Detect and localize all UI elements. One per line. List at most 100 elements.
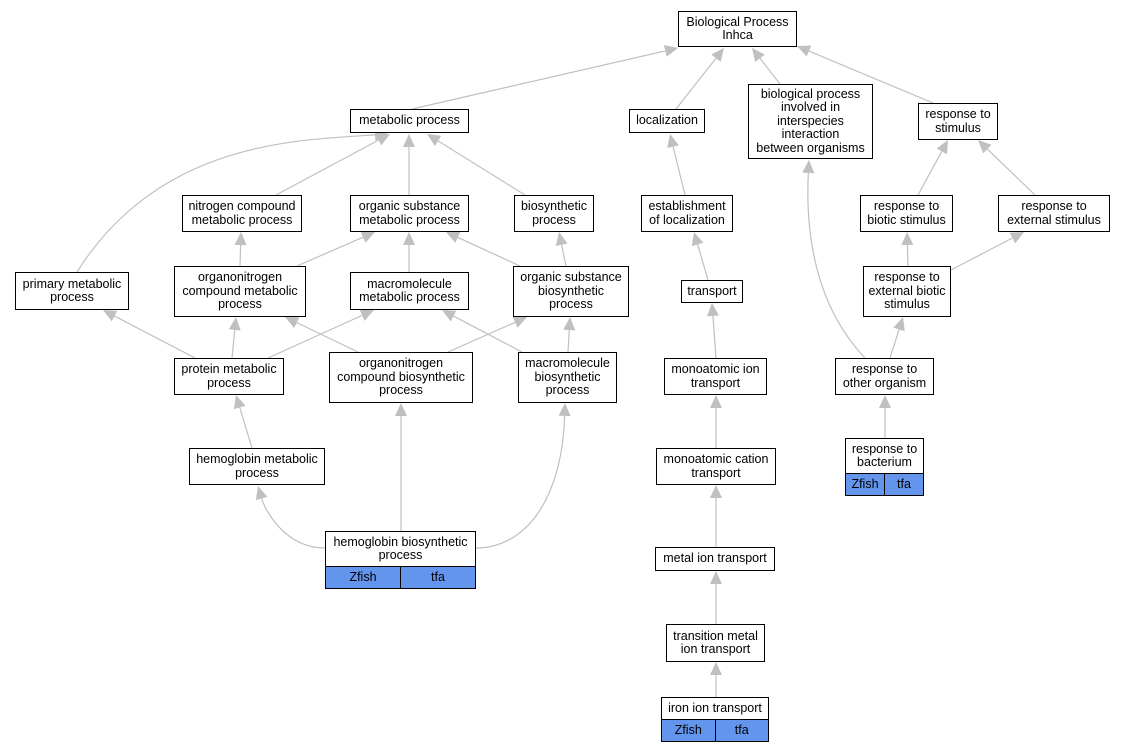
edge-orgsubbio-biosynthetic-arrowhead (555, 232, 568, 246)
edge-external-stimulus (986, 148, 1036, 196)
node-interspecies-interaction[interactable]: biological process involved in interspec… (748, 84, 873, 159)
tag-zfish: Zfish (846, 474, 884, 495)
node-response-to-biotic-stimulus[interactable]: response to biotic stimulus (860, 195, 953, 232)
edge-hemomet-protein (239, 407, 253, 449)
edge-protein-orgnitmet-arrowhead (228, 317, 241, 331)
edge-macrobio-macromet (453, 315, 523, 353)
edge-localization-root-arrowhead (711, 48, 724, 62)
edge-macrobio-orgsubbio (567, 329, 570, 353)
tag-tfa: tfa (714, 720, 768, 741)
node-monoatomic-ion-transport[interactable]: monoatomic ion transport (664, 358, 767, 395)
node-organonitrogen-biosynthetic[interactable]: organonitrogen compound biosynthetic pro… (329, 352, 473, 403)
edge-interspecies-root-arrowhead (752, 48, 765, 62)
edge-hemobio-hemomet-arrowhead (255, 486, 268, 501)
node-label: response to bacterium (851, 441, 918, 469)
tag-tfa: tfa (884, 474, 923, 495)
node-biological-process[interactable]: Biological Process Inhca (678, 11, 797, 47)
node-macromolecule-metabolic[interactable]: macromolecule metabolic process (350, 272, 469, 310)
node-nitrogen-compound[interactable]: nitrogen compound metabolic process (182, 195, 302, 232)
edge-hemomet-protein-arrowhead (234, 395, 246, 410)
edge-primary-metabolic (76, 134, 376, 273)
edge-protein-primary-arrowhead (103, 310, 118, 322)
node-primary-metabolic[interactable]: primary metabolic process (15, 272, 129, 310)
node-monoatomic-cation-transport[interactable]: monoatomic cation transport (656, 448, 776, 485)
node-transition-metal-ion-transport[interactable]: transition metal ion transport (666, 624, 765, 662)
node-response-to-external-stimulus[interactable]: response to external stimulus (998, 195, 1110, 232)
edge-extbiotic-biotic-arrowhead (901, 232, 914, 246)
edge-orgnitmet-organicmet-arrowhead (360, 231, 375, 243)
edge-protein-macromet (267, 314, 363, 359)
edge-monocation-monoion-arrowhead (710, 395, 722, 408)
edge-iron-transition-arrowhead (710, 662, 722, 675)
node-organic-substance-biosynthetic[interactable]: organic substance biosynthetic process (513, 266, 629, 317)
node-organic-substance-metabolic[interactable]: organic substance metabolic process (350, 195, 469, 232)
edge-extbiotic-biotic (906, 244, 909, 267)
edge-protein-orgnitmet (231, 329, 236, 359)
edge-orgnitmet-nitrogen (239, 244, 242, 267)
edge-organicmet-metabolic-arrowhead (403, 134, 415, 147)
node-protein-metabolic[interactable]: protein metabolic process (174, 358, 284, 395)
tag-zfish: Zfish (662, 720, 715, 741)
edge-biosynthetic-metabolic-arrowhead (427, 134, 442, 146)
edge-biotic-stimulus (917, 151, 943, 196)
edge-orgnitbio-orgnitmet-arrowhead (285, 317, 300, 329)
edge-biotic-stimulus-arrowhead (936, 140, 948, 155)
edge-monoion-transport (712, 315, 717, 359)
edge-orgnitmet-nitrogen-arrowhead (234, 232, 247, 246)
tag-row: Zfish tfa (846, 473, 923, 495)
node-organonitrogen-metabolic[interactable]: organonitrogen compound metabolic proces… (174, 266, 306, 317)
node-response-to-external-biotic[interactable]: response to external biotic stimulus (863, 266, 951, 317)
node-label: hemoglobin biosynthetic process (333, 534, 468, 562)
edge-protein-macromet-arrowhead (359, 309, 374, 321)
edge-hemobio-hemomet (261, 498, 326, 549)
tag-row: Zfish tfa (662, 719, 768, 741)
edge-establishment-localization-arrowhead (667, 134, 679, 149)
edge-macrobio-orgsubbio-arrowhead (563, 317, 576, 331)
node-biosynthetic-process[interactable]: biosynthetic process (514, 195, 594, 232)
edge-orgnitbio-orgsubbio (447, 321, 516, 353)
edge-orgsubbio-biosynthetic (561, 244, 567, 267)
node-metabolic-process[interactable]: metabolic process (350, 109, 469, 133)
edge-localization-root (675, 57, 717, 110)
edge-orgsubbio-organicmet (457, 236, 521, 267)
edge-interspecies-root (759, 57, 781, 85)
edge-macromet-organicmet-arrowhead (403, 232, 415, 245)
edge-extbiotic-external-arrowhead (1009, 232, 1024, 244)
edge-orgnitmet-organicmet (296, 236, 364, 267)
node-response-to-bacterium[interactable]: response to bacterium Zfish tfa (845, 438, 924, 496)
edge-hemobio-orgnitbio-arrowhead (395, 403, 407, 416)
node-transport[interactable]: transport (681, 280, 743, 303)
edge-metabolic-root (411, 50, 666, 110)
edge-extbiotic-external (950, 237, 1013, 271)
edge-orgnitbio-orgsubbio-arrowhead (512, 316, 527, 328)
edge-orgnitbio-orgnitmet (296, 322, 359, 353)
node-iron-ion-transport[interactable]: iron ion transport Zfish tfa (661, 697, 769, 742)
tag-zfish: Zfish (326, 567, 400, 588)
edge-macrobio-macromet-arrowhead (442, 310, 457, 322)
node-response-to-other-organism[interactable]: response to other organism (835, 358, 934, 395)
edge-otherorg-interspecies (807, 172, 866, 359)
edge-transition-metalion-arrowhead (710, 571, 722, 584)
edge-external-stimulus-arrowhead (978, 140, 992, 154)
tag-row: Zfish tfa (326, 566, 475, 588)
edge-otherorg-interspecies-arrowhead (802, 160, 815, 174)
edge-stimulus-root (808, 50, 934, 104)
node-hemoglobin-biosynthetic[interactable]: hemoglobin biosynthetic process Zfish tf… (325, 531, 476, 589)
node-label: iron ion transport (668, 700, 762, 715)
node-hemoglobin-metabolic[interactable]: hemoglobin metabolic process (189, 448, 325, 485)
node-response-to-stimulus[interactable]: response to stimulus (918, 103, 998, 140)
edge-bacterium-otherorg-arrowhead (879, 395, 891, 408)
edge-biosynthetic-metabolic (437, 140, 526, 196)
edge-metalion-monocation-arrowhead (710, 485, 722, 498)
edge-hemobio-macrobio (475, 415, 566, 549)
node-establishment-of-localization[interactable]: establishment of localization (641, 195, 733, 232)
edge-transport-establishment-arrowhead (691, 232, 704, 247)
edge-monoion-transport-arrowhead (706, 303, 719, 317)
edge-nitrogen-metabolic (275, 139, 379, 196)
edge-establishment-localization (672, 146, 686, 196)
node-metal-ion-transport[interactable]: metal ion transport (655, 547, 775, 571)
node-macromolecule-biosynthetic[interactable]: macromolecule biosynthetic process (518, 352, 617, 403)
edge-metabolic-root-arrowhead (663, 45, 678, 57)
node-localization[interactable]: localization (629, 109, 705, 133)
